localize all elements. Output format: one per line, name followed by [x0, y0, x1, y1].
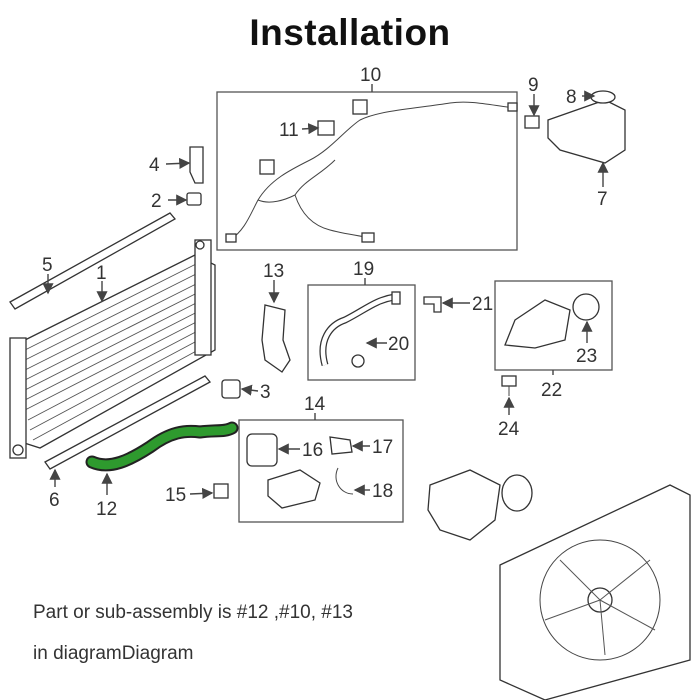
callout-2: 2: [151, 191, 162, 212]
callout-21: 21: [472, 294, 493, 315]
callout-18: 18: [372, 481, 393, 502]
callout-9: 9: [528, 75, 539, 96]
callout-3: 3: [260, 382, 271, 403]
callout-17: 17: [372, 437, 393, 458]
bracket-part-4: [189, 146, 204, 184]
callout-20: 20: [388, 334, 409, 355]
callout-8: 8: [566, 87, 577, 108]
radiator-part-1: [9, 239, 216, 459]
callout-12: 12: [96, 499, 117, 520]
callout-7: 7: [597, 189, 608, 210]
callout-1: 1: [96, 263, 107, 284]
diagram-title: Installation: [249, 12, 451, 53]
callout-14: 14: [304, 394, 326, 415]
part-3: [221, 379, 241, 399]
callout-24: 24: [498, 419, 520, 440]
water-pump: [427, 469, 501, 541]
callout-4: 4: [149, 155, 160, 176]
callout-16: 16: [302, 440, 323, 461]
fan-shroud: [499, 484, 691, 700]
box-14: [238, 419, 404, 523]
box-10-wiring-harness: [216, 91, 518, 251]
gasket: [501, 474, 533, 512]
callout-15: 15: [165, 485, 186, 506]
callout-6: 6: [49, 490, 60, 511]
part-21: [423, 296, 442, 313]
callout-19: 19: [353, 259, 374, 280]
callout-22: 22: [541, 380, 562, 401]
callout-5: 5: [42, 255, 53, 276]
callout-13: 13: [263, 261, 284, 282]
callout-numbers: 1 2 3 4 5 6 7 8 9 10 11 12 13 14 15 16 1…: [42, 65, 608, 520]
leader-lines: [42, 84, 609, 500]
callout-11: 11: [279, 120, 299, 141]
caption-line-2: in diagramDiagram: [33, 643, 194, 664]
caption-line-1: Part or sub-assembly is #12 ,#10, #13: [33, 602, 354, 623]
hose-part-13: [261, 304, 291, 373]
callout-10: 10: [360, 65, 381, 86]
box-19: [307, 284, 416, 381]
callout-23: 23: [576, 346, 597, 367]
bolt-part-24: [501, 375, 517, 396]
seal-strip-part-6: [44, 375, 212, 470]
bolt-part-15: [213, 483, 229, 499]
clip-part-2: [186, 192, 202, 206]
